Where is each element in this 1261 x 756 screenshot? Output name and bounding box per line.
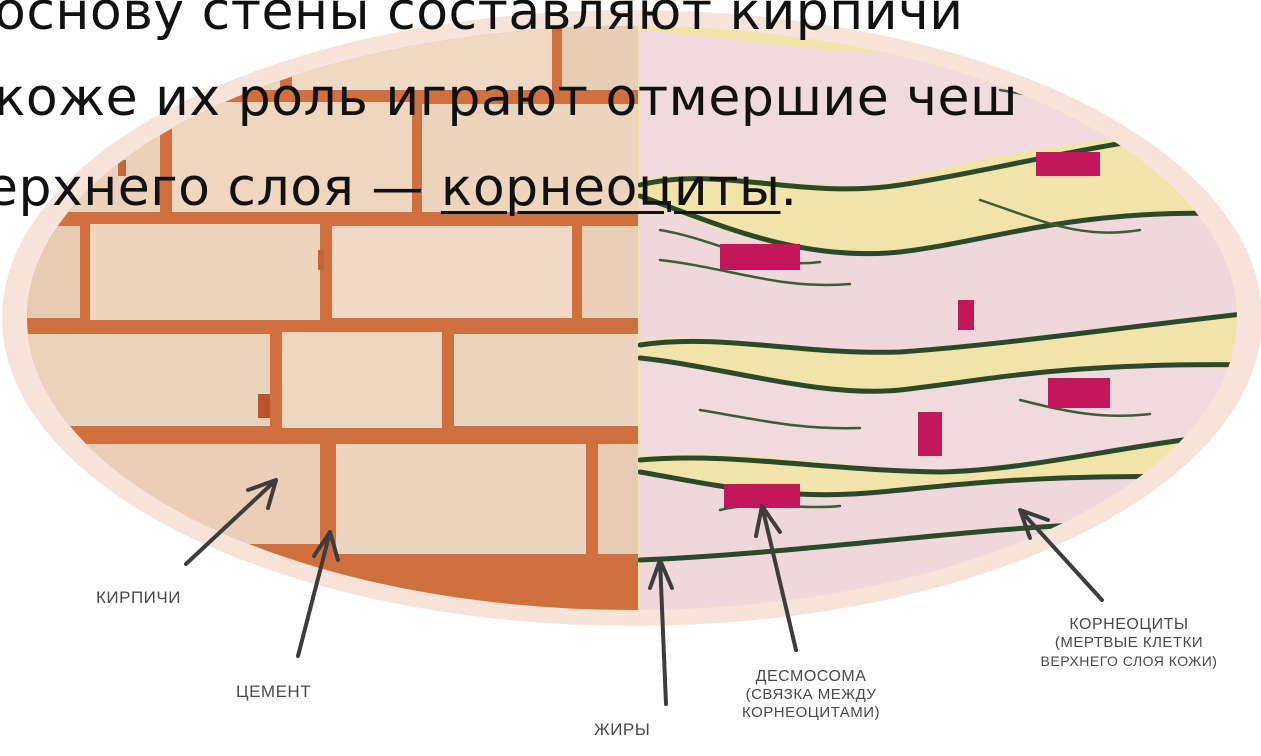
cement-label: ЦЕМЕНТ — [236, 682, 311, 702]
lipids-arrow — [650, 560, 672, 704]
lipids-label: ЖИРЫ — [594, 720, 650, 740]
caption-line-3-period: . — [781, 158, 798, 218]
corneocytes-link[interactable]: корнеоциты — [441, 158, 781, 218]
corneocytes-title: КОРНЕОЦИТЫ — [998, 616, 1260, 634]
desmosome-subtitle-2: КОРНЕОЦИТАМИ) — [742, 704, 880, 722]
caption-line-3-text: ерхнего слоя — — [0, 158, 441, 218]
corneocytes-subtitle-1: (МЕРТВЫЕ КЛЕТКИ — [998, 634, 1260, 652]
caption-line-2: коже их роль играют отмершие чеш — [0, 68, 1018, 128]
desmosome-caption: ДЕСМОСОМА (СВЯЗКА МЕЖДУ КОРНЕОЦИТАМИ) — [742, 668, 880, 722]
corneocytes-caption: КОРНЕОЦИТЫ (МЕРТВЫЕ КЛЕТКИ ВЕРХНЕГО СЛОЯ… — [998, 616, 1260, 670]
desmosome-subtitle-1: (СВЯЗКА МЕЖДУ — [742, 686, 880, 704]
corneocytes-subtitle-2: ВЕРХНЕГО СЛОЯ КОЖИ) — [998, 652, 1260, 670]
caption-line-3: ерхнего слоя — корнеоциты. — [0, 158, 798, 218]
bricks-label: КИРПИЧИ — [96, 588, 181, 608]
caption-line-1: основу стены составляют кирпичи — [0, 0, 964, 42]
desmosome-title: ДЕСМОСОМА — [742, 668, 880, 686]
